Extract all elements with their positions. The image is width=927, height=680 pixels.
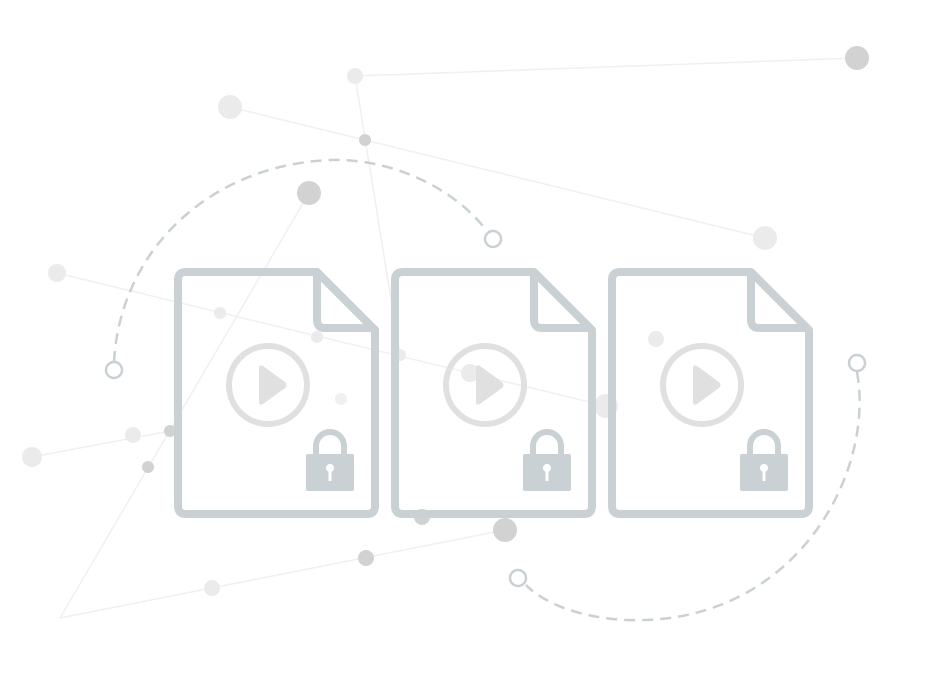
dashed-arcs [112,158,861,622]
locked-video-file-2 [395,272,592,514]
network-lines [31,57,858,619]
network-dots [22,46,869,596]
locked-video-file-1 [178,272,375,514]
locked-video-file-3 [612,272,809,514]
